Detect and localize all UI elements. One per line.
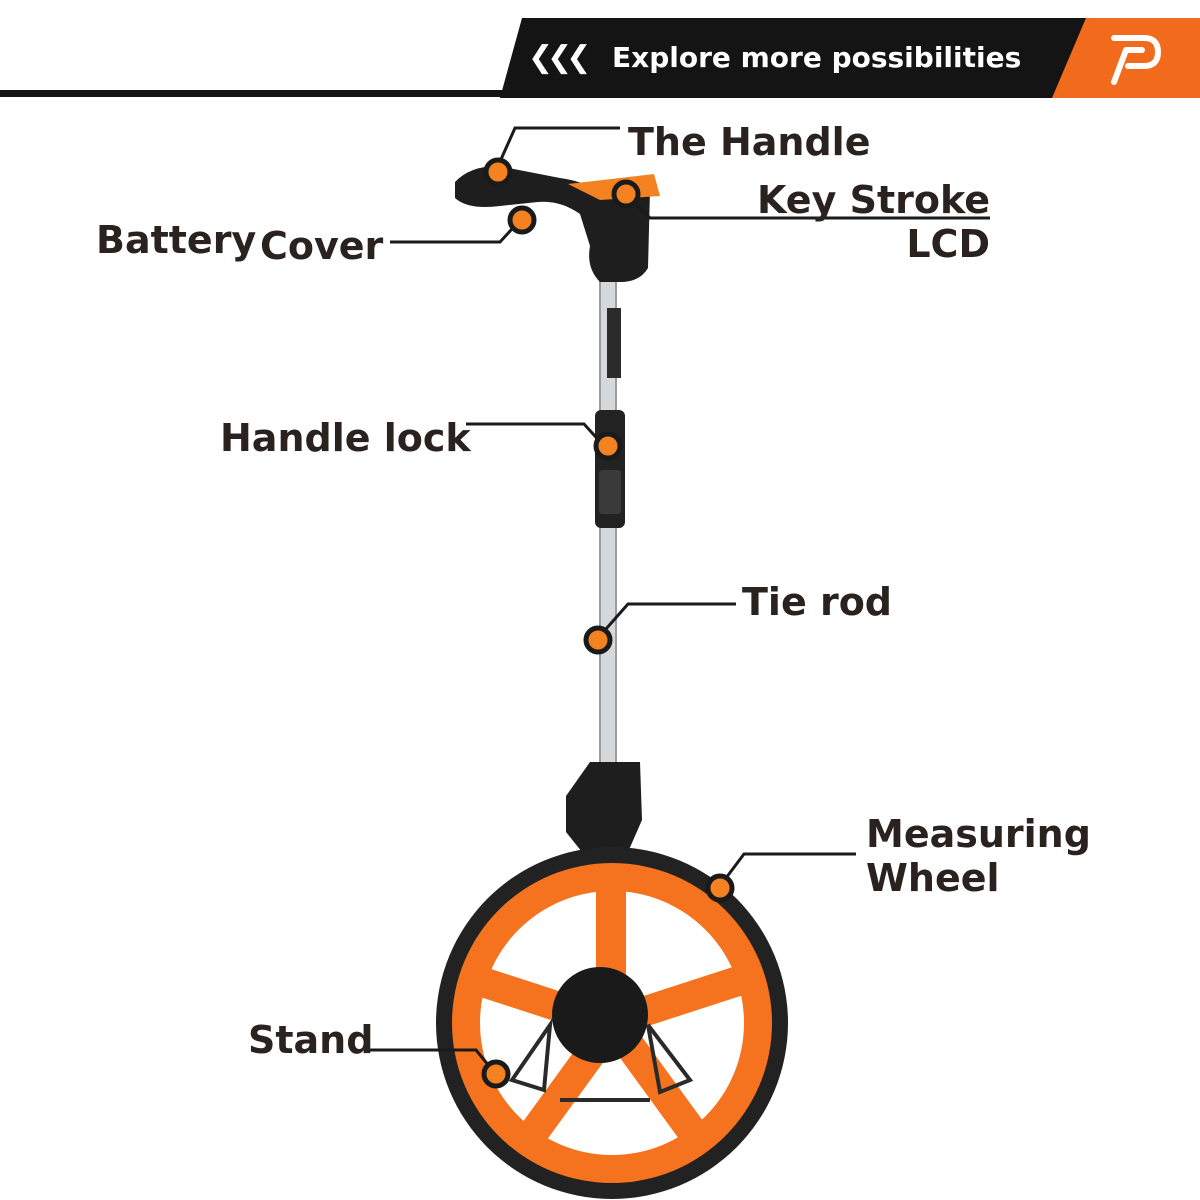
label-the-handle: The Handle [628, 120, 871, 164]
marker-measuring-wheel [705, 873, 735, 903]
marker-tie-rod [583, 625, 613, 655]
label-wheel: Wheel [866, 856, 1000, 900]
marker-key-stroke [611, 179, 641, 209]
top-banner: ❮❮❮ Explore more possibilities [500, 18, 1200, 98]
header-divider [0, 90, 592, 97]
handle-grip [455, 166, 650, 282]
stand-leg-left [508, 1017, 553, 1093]
wheel-hub [552, 967, 648, 1063]
label-tie-rod: Tie rod [742, 580, 892, 624]
brand-p-logo-icon [1111, 35, 1161, 85]
label-key-stroke: Key Stroke [757, 178, 990, 222]
label-cover: Cover [260, 224, 384, 268]
marker-battery-cover [507, 205, 537, 235]
marker-handle-lock [593, 431, 623, 461]
label-handle-lock: Handle lock [220, 416, 471, 460]
label-lcd: LCD [906, 222, 990, 266]
rod-scale-sticker [607, 308, 621, 378]
marker-stand [481, 1059, 511, 1089]
marker-handle [483, 157, 513, 187]
callout-markers [481, 157, 735, 1089]
label-stand: Stand [248, 1018, 374, 1062]
triple-chevron-left-icon: ❮❮❮ [528, 40, 591, 75]
label-measuring: Measuring [866, 812, 1091, 856]
banner-tagline: Explore more possibilities [612, 41, 1022, 74]
stand-leg-right [646, 1023, 694, 1095]
label-battery: Battery [96, 218, 257, 262]
wheel-bracket [566, 762, 642, 852]
